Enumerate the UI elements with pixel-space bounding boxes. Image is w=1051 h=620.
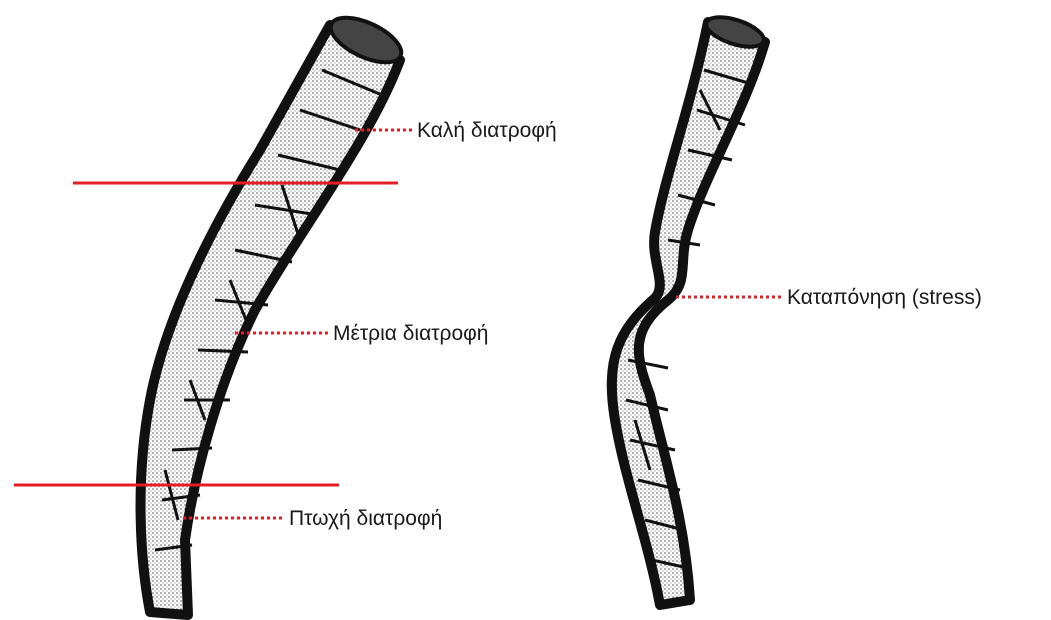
label-moderate-nutrition: Μέτρια διατροφή bbox=[333, 322, 488, 345]
right-hair-strand bbox=[612, 11, 767, 605]
label-poor-nutrition: Πτωχή διατροφή bbox=[289, 507, 442, 530]
right-hair-body bbox=[612, 22, 765, 605]
label-good-nutrition: Καλή διατροφή bbox=[417, 119, 557, 142]
label-stress: Καταπόνηση (stress) bbox=[787, 286, 982, 309]
